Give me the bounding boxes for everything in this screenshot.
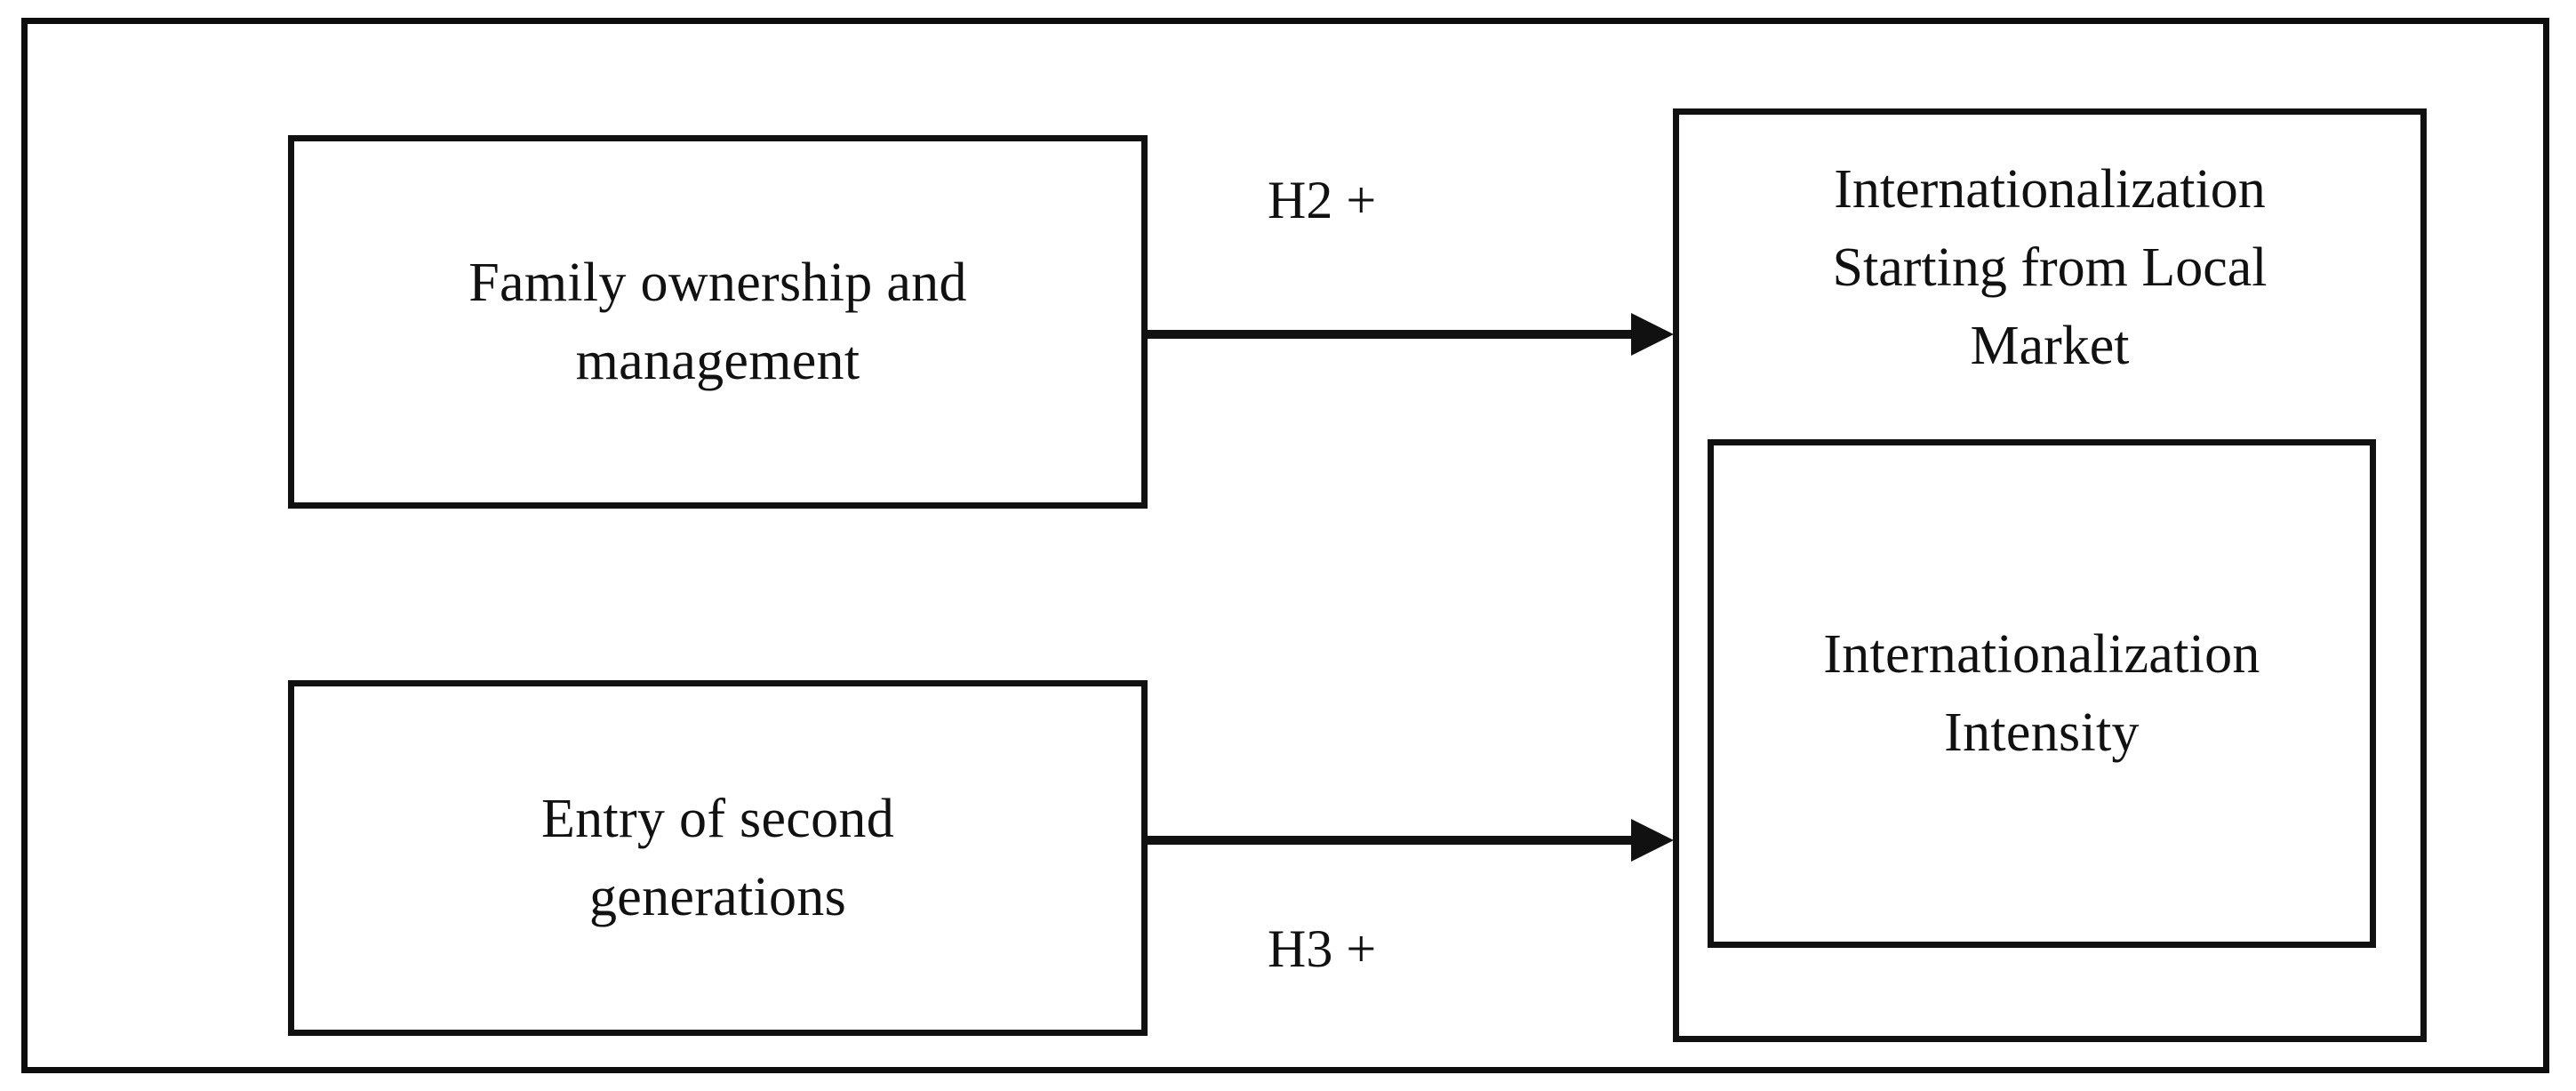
edge-label-h2: H2 + xyxy=(1268,171,1377,229)
edge-label-h3: H3 + xyxy=(1268,919,1377,978)
figure-outer-frame: Family ownership and management Entry of… xyxy=(21,18,2549,1073)
arrow-h2-shaft xyxy=(1148,330,1635,339)
arrow-h3-shaft xyxy=(1148,836,1635,845)
node-internationalization-starting-from-local-market: Internationalization Starting from Local… xyxy=(1673,108,2427,1042)
node-label-second-generations: Entry of second generations xyxy=(540,788,895,927)
node-label-internationalization-intensity: Internationalization Intensity xyxy=(1823,623,2260,763)
node-label-internationalization-local-market: Internationalization Starting from Local… xyxy=(1832,159,2268,377)
node-family-ownership-and-management: Family ownership and management xyxy=(288,135,1148,509)
arrow-h3-head-icon xyxy=(1631,819,1674,862)
arrow-h2-head-icon xyxy=(1631,313,1674,356)
node-internationalization-intensity: Internationalization Intensity xyxy=(1708,439,2376,948)
node-label-family-ownership: Family ownership and management xyxy=(468,252,967,391)
node-entry-of-second-generations: Entry of second generations xyxy=(288,680,1148,1036)
